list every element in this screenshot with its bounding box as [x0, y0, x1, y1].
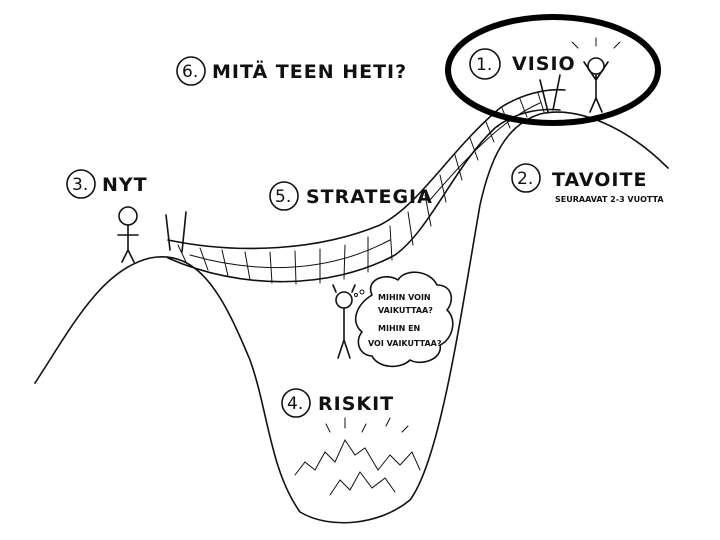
- valley-sparkles: [326, 418, 408, 432]
- svg-text:TAVOITE: TAVOITE: [552, 169, 647, 191]
- svg-text:6.: 6.: [182, 62, 198, 82]
- step-3-label: 3. NYT: [67, 170, 148, 198]
- step-6-label: 6. MITÄ TEEN HETI?: [177, 57, 407, 85]
- thought-cloud: [356, 272, 453, 366]
- step-5-label: 5. STRATEGIA: [270, 182, 433, 210]
- svg-text:1.: 1.: [476, 55, 492, 75]
- person-now-figure: [118, 207, 138, 262]
- svg-text:NYT: NYT: [102, 174, 148, 196]
- svg-text:VISIO: VISIO: [512, 53, 576, 75]
- step-4-label: 4. RISKIT: [282, 389, 394, 417]
- svg-text:2.: 2.: [517, 169, 533, 189]
- svg-text:4.: 4.: [287, 394, 303, 414]
- bridge-post-left: [166, 212, 186, 252]
- svg-text:5.: 5.: [275, 187, 291, 207]
- bridge-post-right: [540, 75, 560, 112]
- thought-line-3: MIHIN EN: [378, 324, 420, 333]
- valley-mountains: [295, 440, 420, 495]
- svg-text:SEURAAVAT 2-3 VUOTTA: SEURAAVAT 2-3 VUOTTA: [555, 195, 664, 204]
- thought-line-1: MIHIN VOIN: [378, 293, 431, 302]
- thought-line-4: VOI VAIKUTTAA?: [368, 339, 442, 348]
- svg-text:RISKIT: RISKIT: [318, 393, 394, 415]
- svg-text:MITÄ TEEN HETI?: MITÄ TEEN HETI?: [212, 59, 407, 83]
- celebrating-person-figure: [572, 38, 620, 112]
- svg-text:STRATEGIA: STRATEGIA: [306, 186, 433, 208]
- svg-text:3.: 3.: [72, 175, 88, 195]
- step-2-label: 2. TAVOITE SEURAAVAT 2-3 VUOTTA: [512, 164, 664, 204]
- hanging-person-figure: [333, 285, 355, 358]
- step-1-label: 1. VISIO: [470, 49, 576, 79]
- thought-line-2: VAIKUTTAA?: [378, 306, 433, 315]
